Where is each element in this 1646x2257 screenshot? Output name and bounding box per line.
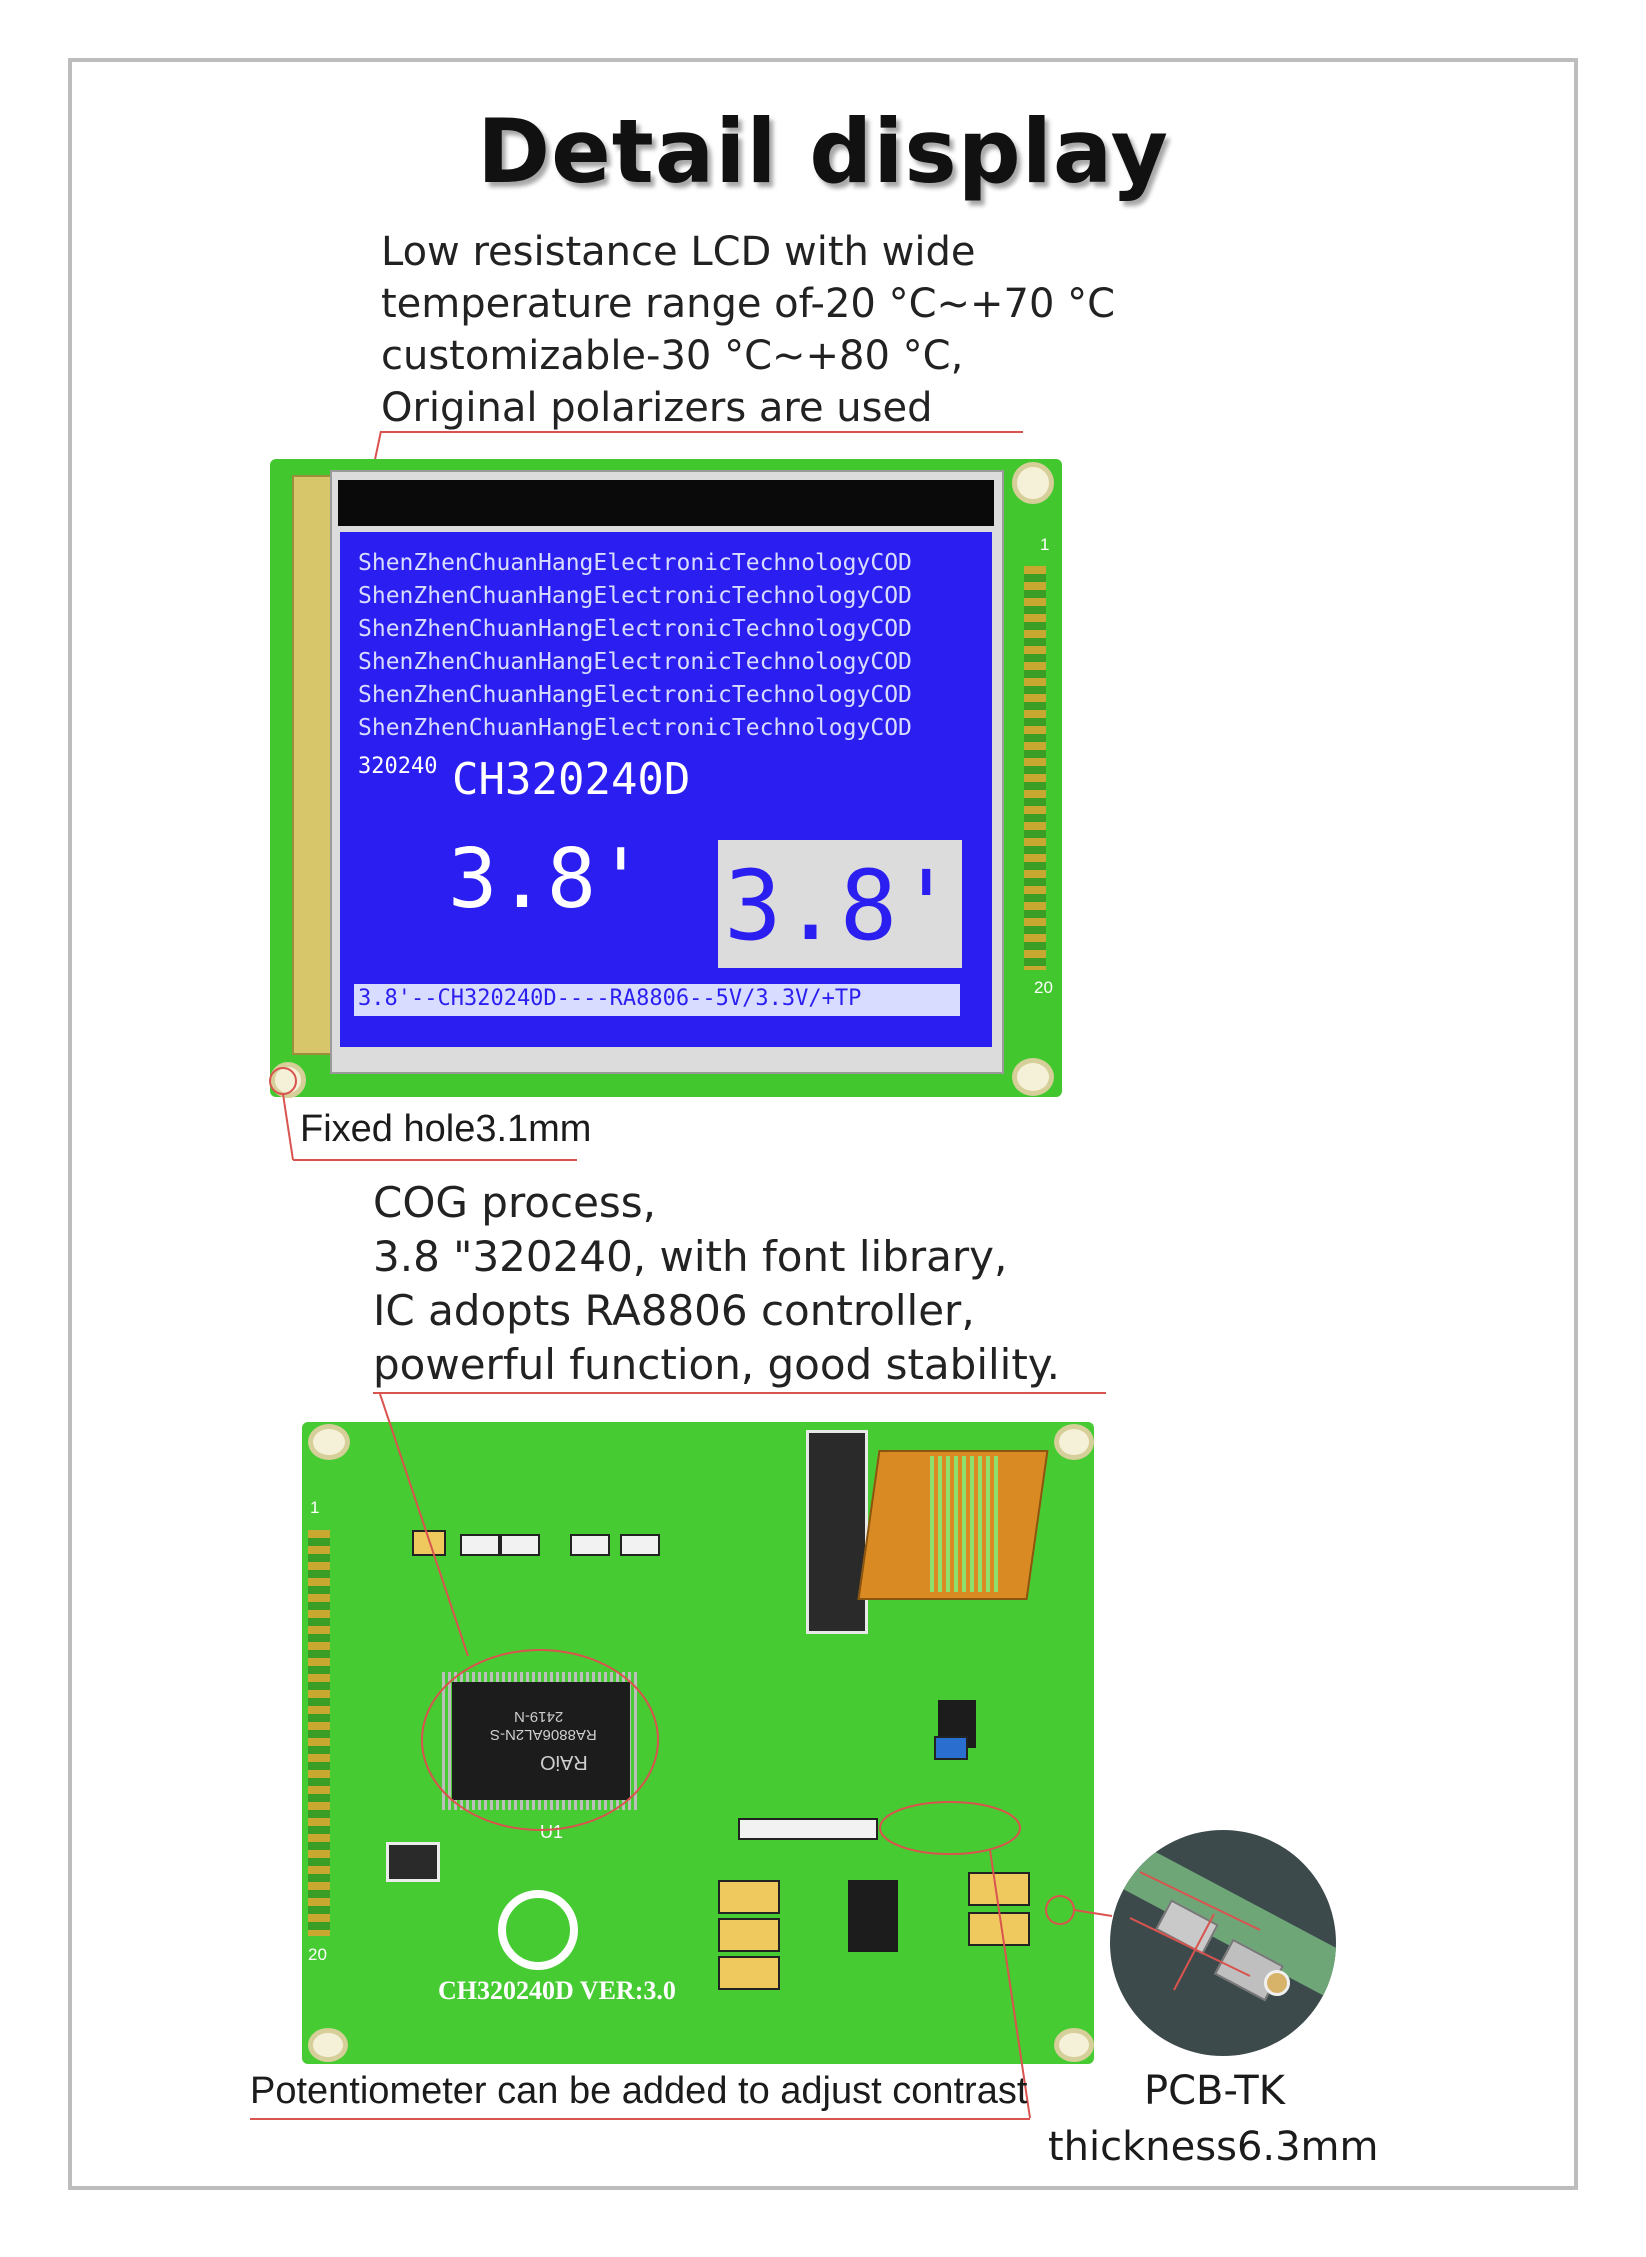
lcd-text-line: ShenZhenChuanHangElectronicTechnologyCOD <box>358 550 912 576</box>
top-description-line: Low resistance LCD with wide <box>381 229 976 275</box>
lcd-text-line: ShenZhenChuanHangElectronicTechnologyCOD <box>358 715 912 741</box>
potentiometer-underline <box>250 2118 1030 2120</box>
lcd-pin-first-label: 1 <box>1040 535 1050 554</box>
ic-u3 <box>848 1880 898 1952</box>
middle-description: COG process, 3.8 "320240, with font libr… <box>373 1176 1060 1392</box>
lcd-text-line: ShenZhenChuanHangElectronicTechnologyCOD <box>358 649 912 675</box>
chip-ref-label: U1 <box>540 1822 564 1842</box>
middle-description-line: powerful function, good stability. <box>373 1340 1061 1389</box>
top-description-line: Original polarizers are used <box>381 385 933 431</box>
tantalum-capacitor <box>718 1880 780 1914</box>
board-logo <box>498 1890 578 1970</box>
controller-chip <box>452 1682 630 1800</box>
mounting-hole <box>1054 1424 1094 1460</box>
lcd-pin-last-label: 20 <box>1034 978 1053 997</box>
lcd-top-bezel <box>338 480 994 526</box>
resistor <box>620 1534 660 1556</box>
lcd-bottom-bar <box>354 984 960 1016</box>
blue-potentiometer-pad <box>934 1736 968 1760</box>
top-description: Low resistance LCD with wide temperature… <box>381 226 1115 434</box>
resistor-array <box>738 1818 878 1840</box>
crystal <box>386 1842 440 1882</box>
top-description-line: customizable-30 °C~+80 °C, <box>381 333 964 379</box>
resistor <box>500 1534 540 1556</box>
potentiometer-caption: Potentiometer can be added to adjust con… <box>250 2070 1028 2112</box>
pcb-pin-header <box>308 1530 330 1936</box>
thickness-caption: thickness6.3mm <box>1048 2124 1379 2170</box>
pcb-thickness-closeup <box>1110 1830 1336 2056</box>
mounting-hole <box>308 2028 348 2062</box>
mounting-hole <box>1012 1058 1054 1096</box>
board-model-label: CH320240D VER:3.0 <box>438 1976 676 2005</box>
lcd-bottom-line: 3.8'--CH320240D----RA8806--5V/3.3V/+TP <box>358 986 862 1011</box>
tantalum-capacitor <box>718 1956 780 1990</box>
lcd-inverse-box <box>718 840 962 968</box>
lcd-text-line: ShenZhenChuanHangElectronicTechnologyCOD <box>358 583 912 609</box>
pcb-pin-first-label: 1 <box>310 1498 320 1517</box>
middle-annotation-line <box>373 1392 1106 1394</box>
fixed-hole-caption: Fixed hole3.1mm <box>300 1108 592 1150</box>
lcd-text-line: ShenZhenChuanHangElectronicTechnologyCOD <box>358 616 912 642</box>
tantalum-capacitor <box>718 1918 780 1952</box>
resistor <box>460 1534 500 1556</box>
pcb-tk-caption: PCB-TK <box>1144 2068 1285 2114</box>
outer-frame <box>68 58 1578 2190</box>
lcd-screen: ShenZhenChuanHangElectronicTechnologyCOD… <box>340 532 992 1047</box>
lcd-pin-header <box>1024 566 1046 970</box>
middle-description-line: 3.8 "320240, with font library, <box>373 1232 1008 1281</box>
mounting-hole <box>308 1424 350 1460</box>
middle-description-line: COG process, <box>373 1178 657 1227</box>
lcd-text-line: ShenZhenChuanHangElectronicTechnologyCOD <box>358 682 912 708</box>
top-annotation-line <box>381 431 1023 433</box>
lcd-resolution-label: 320240 <box>358 754 438 779</box>
resistor <box>570 1534 610 1556</box>
fpc-ribbon-traces <box>930 1456 1000 1592</box>
mounting-hole <box>1054 2028 1094 2062</box>
fixed-hole-underline <box>293 1159 577 1161</box>
lcd-size-right: 3.8' <box>724 850 956 962</box>
pcb-pin-last-label: 20 <box>308 1945 327 1964</box>
middle-description-line: IC adopts RA8806 controller, <box>373 1286 975 1335</box>
closeup-screw <box>1264 1970 1290 1996</box>
mounting-hole <box>1012 462 1054 504</box>
page-title: Detail display <box>477 100 1169 203</box>
top-description-line: temperature range of-20 °C~+70 °C <box>381 281 1116 327</box>
lcd-model-label: CH320240D <box>452 754 691 805</box>
lcd-size-left: 3.8' <box>448 832 646 927</box>
